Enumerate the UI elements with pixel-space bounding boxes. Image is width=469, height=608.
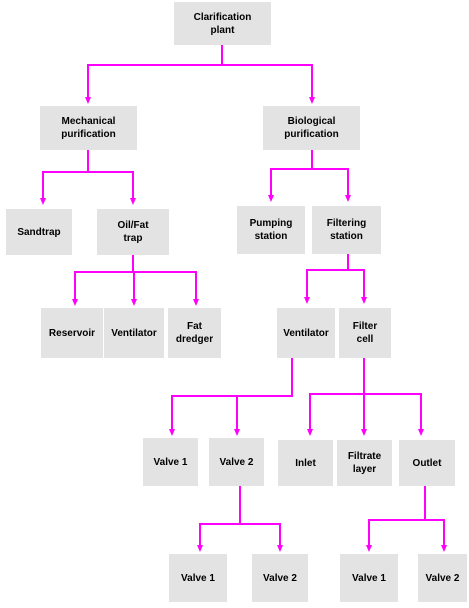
node-valve-1-inlet: Valve 1 <box>169 554 227 602</box>
node-valve-2-inlet: Valve 2 <box>252 554 308 602</box>
node-clarification-plant: Clarification plant <box>174 2 271 45</box>
node-inlet: Inlet <box>278 440 333 486</box>
arrowhead-filter-cell-3 <box>418 429 424 436</box>
node-oil-fat-trap: Oil/Fat trap <box>97 209 169 255</box>
arrowhead-filtering-1 <box>304 297 310 304</box>
arrowhead-root-2 <box>309 97 315 104</box>
arrowhead-biological-1 <box>268 195 274 202</box>
arrowhead-inlet-2 <box>277 545 283 552</box>
arrowhead-oil-fat-1 <box>72 299 78 306</box>
arrowhead-filtering-2 <box>361 297 367 304</box>
arrowhead-oil-fat-3 <box>193 299 199 306</box>
arrowhead-mechanical-2 <box>130 198 136 205</box>
node-fat-dredger: Fat dredger <box>168 308 221 358</box>
node-valve-1-outlet: Valve 1 <box>340 554 398 602</box>
arrowhead-ventilator-2 <box>234 429 240 436</box>
node-valve-1-ventilator: Valve 1 <box>143 438 198 486</box>
node-outlet: Outlet <box>399 440 455 486</box>
node-valve-2-ventilator: Valve 2 <box>209 438 264 486</box>
arrowhead-inlet-1 <box>197 545 203 552</box>
node-mechanical-purification: Mechanical purification <box>40 106 137 150</box>
arrowhead-ventilator-1 <box>169 429 175 436</box>
node-sandtrap: Sandtrap <box>6 209 72 255</box>
node-reservoir: Reservoir <box>41 308 103 358</box>
node-filtrate-layer: Filtrate layer <box>337 440 392 486</box>
node-ventilator-mechanical: Ventilator <box>104 308 164 358</box>
arrowhead-outlet-1 <box>366 545 372 552</box>
node-filtering-station: Filtering station <box>312 206 381 254</box>
node-biological-purification: Biological purification <box>263 106 360 150</box>
arrowhead-mechanical-1 <box>40 198 46 205</box>
node-ventilator-filter: Ventilator <box>277 308 335 358</box>
arrowhead-oil-fat-2 <box>131 299 137 306</box>
arrowhead-filter-cell-2 <box>361 429 367 436</box>
arrowhead-biological-2 <box>345 195 351 202</box>
arrowhead-outlet-2 <box>441 545 447 552</box>
node-filter-cell: Filter cell <box>339 308 391 358</box>
arrowhead-root-1 <box>85 97 91 104</box>
arrowhead-filter-cell-1 <box>307 429 313 436</box>
node-valve-2-outlet: Valve 2 <box>418 554 467 602</box>
node-pumping-station: Pumping station <box>237 206 305 254</box>
